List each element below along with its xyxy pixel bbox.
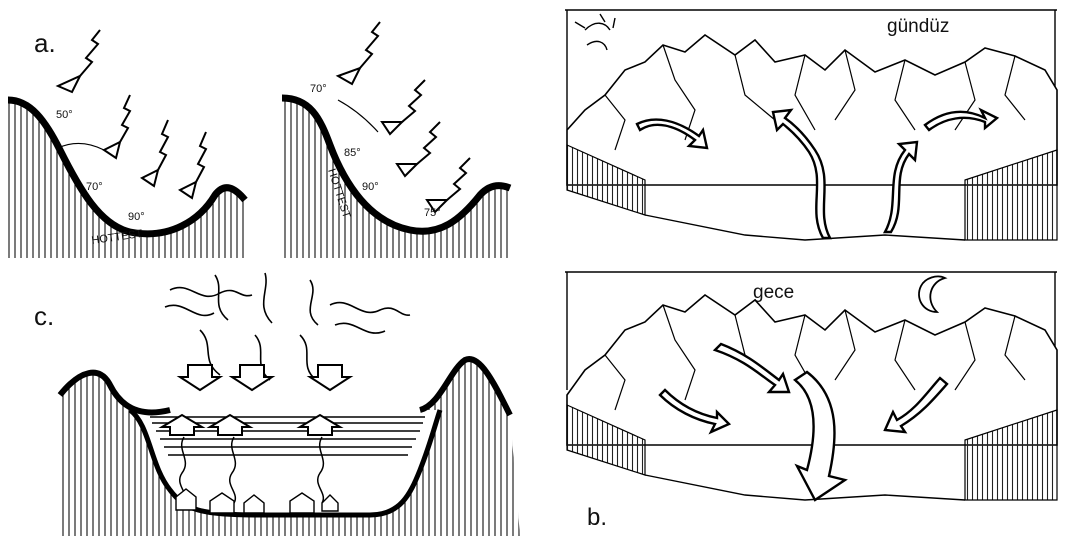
left-angle-2: 70°	[86, 181, 103, 193]
panel-b-label: b.	[587, 504, 607, 531]
moon-icon	[919, 276, 945, 312]
panel-c: c.	[0, 265, 540, 536]
day-caption: gündüz	[887, 16, 949, 37]
night-scene: gece	[565, 272, 1057, 500]
panel-a: a. 50° 70° 90° HOTTEST	[0, 0, 540, 265]
left-sun-rays	[58, 30, 206, 198]
left-angle-1: 50°	[56, 109, 73, 121]
panel-b: gündüz	[545, 0, 1070, 536]
left-angle-arc	[58, 143, 104, 150]
day-scene: gündüz	[565, 10, 1057, 240]
left-angle-3: 90°	[128, 211, 145, 223]
panel-a-diagram: a. 50° 70° 90° HOTTEST	[0, 0, 540, 265]
panel-c-diagram: c.	[0, 265, 540, 536]
panel-c-label: c.	[34, 301, 54, 331]
sun-icon	[575, 14, 615, 50]
panel-b-diagram: gündüz	[545, 0, 1070, 536]
right-angle-3: 90°	[362, 181, 379, 193]
down-arrows	[180, 365, 350, 390]
right-angle-1: 70°	[310, 83, 327, 95]
right-angle-4: 75°	[424, 207, 441, 219]
night-caption: gece	[753, 282, 794, 303]
right-angle-arc	[338, 100, 378, 132]
right-angle-2: 85°	[344, 147, 361, 159]
panel-a-label: a.	[34, 28, 56, 58]
right-sun-rays	[338, 22, 470, 212]
sun-wavy-rays	[165, 273, 410, 380]
